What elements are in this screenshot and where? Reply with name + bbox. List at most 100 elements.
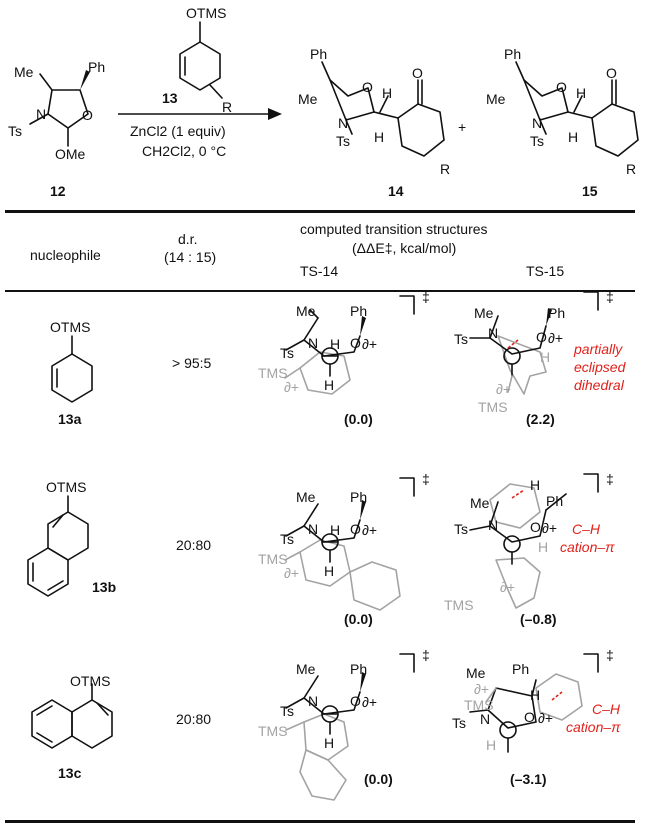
dr-value: 20:80: [176, 711, 212, 727]
p14-ph-label: Ph: [310, 46, 328, 62]
ts15-n-label: N: [488, 517, 499, 533]
annotation-line-1: C–H: [572, 521, 601, 537]
ts15-dplus-label: ∂+: [538, 710, 554, 726]
ts14-dplus2-label: ∂+: [284, 565, 300, 581]
dr-value: 20:80: [176, 537, 212, 553]
ts15-me-label: Me: [474, 305, 494, 321]
ts15-dplus-label: ∂+: [542, 520, 558, 536]
ts14-dplus-label: ∂+: [362, 522, 378, 538]
ts14-ts-label: Ts: [280, 703, 294, 719]
ts14-ph-label: Ph: [350, 303, 368, 319]
p14-o-label: O: [362, 79, 373, 95]
ts14-n-label: N: [308, 335, 319, 351]
ts15-dagger: ‡: [606, 647, 614, 663]
p15-n-label: N: [532, 115, 543, 131]
nucleophile-otms-label: OTMS: [50, 319, 91, 335]
ts14-ph-label: Ph: [350, 661, 368, 677]
ts15-dplus2-label: ∂+: [500, 579, 516, 595]
ts15-tms-label: TMS: [464, 697, 494, 713]
ts15-energy: (–0.8): [520, 611, 557, 627]
sm-n-label: N: [36, 106, 47, 122]
ts15-tms-label: TMS: [444, 597, 474, 613]
ts14-ts-label: Ts: [280, 531, 294, 547]
ts14-me-label: Me: [296, 661, 316, 677]
nucleophile-otms-label: OTMS: [70, 673, 111, 689]
p14-ts-label: Ts: [336, 133, 350, 149]
ts14-o-label: O: [350, 693, 361, 709]
ts15-ts-label: Ts: [452, 715, 466, 731]
ts14-o-label: O: [350, 521, 361, 537]
p14-o2-label: O: [412, 65, 423, 81]
ts14-ph-label: Ph: [350, 489, 368, 505]
header-energy-units: (ΔΔE‡, kcal/mol): [352, 240, 457, 256]
sm-o-label: O: [82, 107, 93, 123]
ts14-o-label: O: [350, 335, 361, 351]
ts14-n-label: N: [308, 693, 319, 709]
ts15-dplus2-label: ∂+: [474, 681, 490, 697]
reagent-r-label: R: [222, 99, 233, 115]
ts14-tms-label: TMS: [258, 723, 288, 739]
ts15-o-label: O: [536, 329, 547, 345]
annotation-line-2: eclipsed: [574, 359, 626, 375]
header-dr: d.r.: [178, 231, 198, 247]
ts15-ts-label: Ts: [454, 521, 468, 537]
reagent-otms-label: OTMS: [186, 5, 227, 21]
ts14-dagger: ‡: [422, 647, 430, 663]
annotation-line-2: cation–π: [566, 719, 621, 735]
ts14-me-label: Me: [296, 489, 316, 505]
ts15-o-label: O: [524, 709, 535, 725]
p15-h2-label: H: [568, 129, 579, 145]
ts14-energy: (0.0): [344, 611, 373, 627]
ts14-n-label: N: [308, 521, 319, 537]
p14-h1-label: H: [382, 85, 393, 101]
ts15-h-label: H: [540, 349, 551, 365]
rule-header: [5, 290, 635, 292]
sm-me-label: Me: [14, 64, 34, 80]
annotation-line-1: C–H: [592, 701, 621, 717]
ts15-energy: (–3.1): [510, 771, 547, 787]
sm-12-label: 12: [50, 183, 66, 199]
ts15-h2-label: H: [538, 539, 549, 555]
ts15-ts-label: Ts: [454, 331, 468, 347]
ts14-h2-label: H: [324, 563, 335, 579]
ts15-dplus2-label: ∂+: [496, 381, 512, 397]
ts15-h1-label: H: [530, 477, 541, 493]
ts15-me-label: Me: [466, 665, 486, 681]
p14-n-label: N: [338, 115, 349, 131]
p15-ph-label: Ph: [504, 46, 522, 62]
nucleophile-otms-label: OTMS: [46, 479, 87, 495]
p15-me-label: Me: [486, 91, 506, 107]
ts15-o-label: O: [530, 519, 541, 535]
ts15-h1-label: H: [530, 687, 541, 703]
ts14-tms-label: TMS: [258, 551, 288, 567]
ts14-dplus2-label: ∂+: [284, 379, 300, 395]
rule-bottom: [5, 820, 635, 823]
ts14-dagger: ‡: [422, 471, 430, 487]
ts15-ph-label: Ph: [512, 661, 530, 677]
ts15-dplus-label: ∂+: [548, 330, 564, 346]
p14-h2-label: H: [374, 129, 385, 145]
ts14-me-label: Me: [296, 303, 316, 319]
ts14-tms-label: TMS: [258, 365, 288, 381]
ts14-h-label: H: [324, 735, 335, 751]
product-15-label: 15: [582, 183, 598, 199]
sm-ph-label: Ph: [88, 59, 106, 75]
product-14-label: 14: [388, 183, 404, 199]
rule-top: [5, 210, 635, 213]
ts15-h2-label: H: [486, 737, 497, 753]
p15-r-label: R: [626, 161, 637, 177]
ts14-h1-label: H: [330, 336, 341, 352]
ts14-ts-label: Ts: [280, 345, 294, 361]
p15-h1-label: H: [576, 85, 587, 101]
